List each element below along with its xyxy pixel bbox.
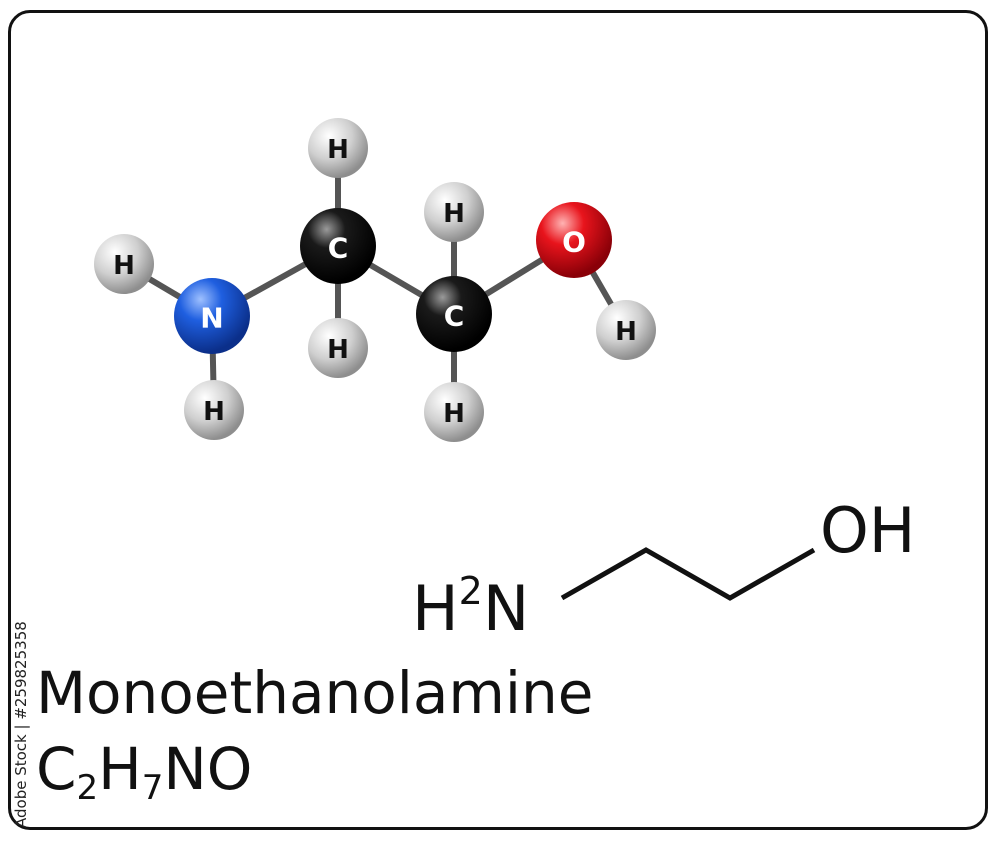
atom-h-n-left: H [94, 234, 154, 294]
skeletal-bond-chain [560, 547, 816, 601]
stock-watermark-id: Adobe Stock | #259825358 [12, 621, 30, 828]
atom-h-c1-top: H [308, 118, 368, 178]
atom-h-o: H [596, 300, 656, 360]
svg-text:H: H [615, 317, 637, 347]
skeletal-formula: H2N OH [412, 494, 915, 645]
atom-h-c1-bottom: H [308, 318, 368, 378]
svg-text:N: N [200, 302, 223, 335]
formula-part: H [98, 735, 142, 803]
atom-h-c2-top: H [424, 182, 484, 242]
atom-h-n-bottom: H [184, 380, 244, 440]
amine-group-label: H2N [412, 569, 529, 645]
diagram-frame [8, 10, 988, 830]
atom-carbon-1: C [300, 208, 376, 284]
formula-subscript: 7 [141, 768, 164, 808]
svg-text:H: H [443, 399, 465, 429]
svg-text:H: H [327, 135, 349, 165]
atom-oxygen: O [536, 202, 612, 278]
svg-text:C: C [328, 232, 349, 265]
formula-part: C [36, 735, 77, 803]
atom-h-c2-bottom: H [424, 382, 484, 442]
atom-nitrogen: N [174, 278, 250, 354]
svg-text:C: C [444, 300, 465, 333]
svg-text:H: H [443, 199, 465, 229]
hydroxyl-group-label: OH [820, 494, 915, 567]
formula-subscript: 2 [76, 768, 99, 808]
svg-text:H: H [327, 335, 349, 365]
atom-carbon-2: C [416, 276, 492, 352]
svg-text:O: O [562, 226, 586, 259]
bonds [121, 145, 629, 415]
molecular-formula: C2H7NO [36, 740, 252, 805]
svg-text:H: H [113, 251, 135, 281]
formula-part: NO [163, 735, 253, 803]
molecule-name: Monoethanolamine [36, 659, 594, 727]
svg-text:H: H [203, 397, 225, 427]
